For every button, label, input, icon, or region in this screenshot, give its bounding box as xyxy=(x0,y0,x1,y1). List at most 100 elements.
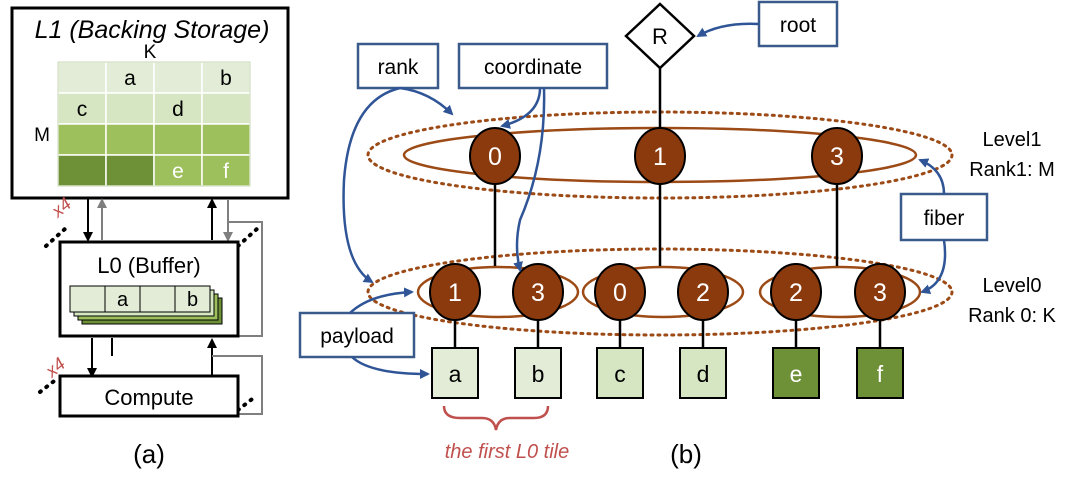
first-tile-brace xyxy=(442,405,550,431)
l1-matrix-cell xyxy=(105,92,155,125)
root-node-label: R xyxy=(652,24,668,49)
compute-box xyxy=(58,374,240,418)
payload-callout-label: payload xyxy=(320,325,394,348)
level0-node-label: 1 xyxy=(448,279,462,307)
payload-callout-box xyxy=(298,311,416,359)
level0-rank-label: Rank 0: K xyxy=(968,305,1056,327)
level1-node: 3 xyxy=(811,127,863,185)
leaf-payload: c xyxy=(596,347,644,399)
level1-node: 0 xyxy=(469,127,521,185)
l1-matrix-cell-label: e xyxy=(172,160,184,183)
compute-label: Compute xyxy=(104,385,193,410)
level0-fiber-ring-3 xyxy=(758,265,922,319)
level0-node: 3 xyxy=(512,263,564,321)
tiling-dots-4 xyxy=(236,394,258,412)
l0-tile-cell xyxy=(174,285,211,313)
l0-tile-cell-label: b xyxy=(187,289,198,311)
level1-node-label: 0 xyxy=(488,143,502,171)
level0-node: 2 xyxy=(677,263,729,321)
leaf-label: d xyxy=(697,361,710,387)
l1-k-label: K xyxy=(144,42,157,63)
root-callout-box xyxy=(757,0,839,48)
root-callout-label: root xyxy=(780,14,816,37)
leaf-payload: a xyxy=(431,347,479,399)
compute-side-connector xyxy=(212,355,263,415)
panel-b: R 0 1 3 1 3 0 2 xyxy=(298,0,1057,469)
tiling-dots-2 xyxy=(236,226,260,248)
l1-matrix-cell xyxy=(57,61,107,94)
l1-matrix-cell xyxy=(105,123,155,156)
level0-node-label: 2 xyxy=(789,279,803,307)
leaf-payload: d xyxy=(679,347,727,399)
l0-tile-cell-label: a xyxy=(117,289,129,311)
leaf-label: f xyxy=(877,361,884,387)
fiber-pointer-arrow-level0 xyxy=(920,239,947,295)
l1-matrix-cell-label: a xyxy=(124,67,136,90)
leaf-payload: f xyxy=(856,347,904,399)
leaf-label: a xyxy=(449,361,462,387)
level0-node: 1 xyxy=(429,263,481,321)
level0-node-label: 3 xyxy=(873,279,887,307)
l1-matrix-cell-label: d xyxy=(172,98,184,121)
coordinate-pointer-arrow-level0 xyxy=(513,87,546,272)
l0-title: L0 (Buffer) xyxy=(97,253,201,278)
leaf-payload: b xyxy=(514,347,562,399)
l1-matrix-cell xyxy=(153,123,203,156)
leaf-label: e xyxy=(790,361,803,387)
fiber-callout-label: fiber xyxy=(924,207,965,230)
level1-node-label: 1 xyxy=(653,143,667,171)
leaf-label: c xyxy=(614,361,626,387)
l1-matrix-cell xyxy=(57,123,107,156)
rank-callout-box xyxy=(356,42,440,90)
leaf-label: b xyxy=(532,361,545,387)
l1-matrix-cell-label: c xyxy=(77,98,88,121)
level0-fiber-ring-2 xyxy=(581,265,745,319)
l0-tile-cell xyxy=(104,285,141,313)
rank-callout-label: rank xyxy=(378,56,419,79)
level1-node: 1 xyxy=(634,127,686,185)
caption-a: (a) xyxy=(133,439,165,469)
coordinate-pointer-arrow-level1 xyxy=(500,87,542,129)
coordinate-callout-label: coordinate xyxy=(484,56,582,79)
l1-matrix-border xyxy=(57,61,251,187)
root-pointer-arrow xyxy=(696,22,760,38)
l1-title: L1 (Backing Storage) xyxy=(35,16,270,44)
level1-rank-label: Rank1: M xyxy=(969,159,1055,181)
l0-tile-cell xyxy=(69,285,106,313)
tiling-dots-1 xyxy=(44,226,68,248)
fiber-pointer-arrow-level1 xyxy=(918,158,946,195)
l0-tile-cell xyxy=(139,285,176,313)
leaf-payload: e xyxy=(772,347,820,399)
rank-pointer-arrow-level1 xyxy=(399,86,454,116)
level0-label: Level0 xyxy=(983,275,1042,297)
l1-matrix-cell xyxy=(201,92,251,125)
l0-side-connector xyxy=(228,221,263,337)
coordinate-callout-box xyxy=(457,42,609,90)
level0-node: 0 xyxy=(594,263,646,321)
level0-node-label: 0 xyxy=(613,279,627,307)
level0-node: 2 xyxy=(770,263,822,321)
first-tile-note: the first L0 tile xyxy=(445,441,570,463)
level0-node-label: 3 xyxy=(531,279,545,307)
l1-matrix-cell xyxy=(153,154,203,187)
l1-matrix-cell-label: f xyxy=(223,160,229,183)
l1-matrix-cell xyxy=(201,123,251,156)
rank-pointer-arrow-level0 xyxy=(342,86,401,284)
l1-matrix-cell xyxy=(105,154,155,187)
level0-fiber-ring-1 xyxy=(416,265,580,319)
payload-pointer-arrow-leaf xyxy=(351,356,430,379)
level0-node-label: 2 xyxy=(696,279,710,307)
l1-matrix-cell xyxy=(57,154,107,187)
l1-m-label: M xyxy=(34,125,50,146)
level1-label: Level1 xyxy=(983,129,1042,151)
l1-matrix: a b c d e f xyxy=(57,61,251,187)
level1-node-label: 3 xyxy=(830,143,844,171)
tree-edges xyxy=(453,64,882,348)
payload-pointer-arrow-node xyxy=(349,287,414,314)
l1-matrix-cell xyxy=(153,61,203,94)
level0-node: 3 xyxy=(854,263,906,321)
l1-matrix-cell-label: b xyxy=(220,67,232,90)
